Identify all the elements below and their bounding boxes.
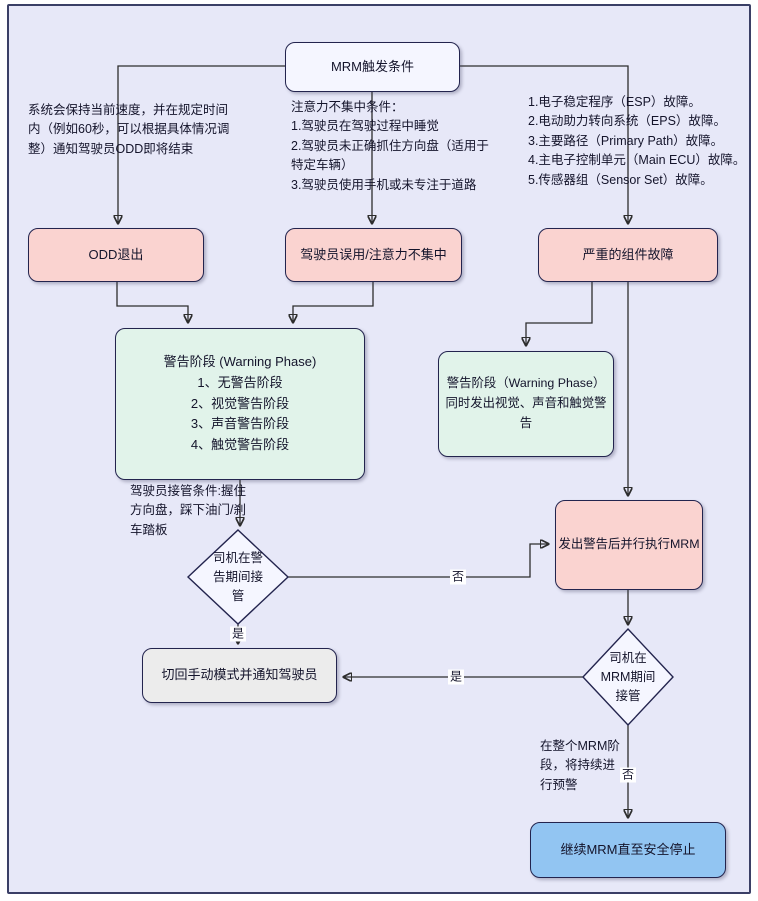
warning-phase-right-line: 同时发出视觉、声音和触觉警告 bbox=[445, 396, 607, 430]
attention-note-item: 1.驾驶员在驾驶过程中睡觉 bbox=[291, 119, 439, 134]
edge-label-no-warning: 否 bbox=[449, 569, 467, 585]
node-warning-phase-right: 警告阶段（Warning Phase） 同时发出视觉、声音和触觉警告 bbox=[438, 351, 614, 457]
attention-conditions-note: 注意力不集中条件： 1.驾驶员在驾驶过程中睡觉 2.驾驶员未正确抓住方向盘（适用… bbox=[291, 98, 491, 195]
node-odd-exit: ODD退出 bbox=[28, 228, 204, 282]
node-continue-mrm: 继续MRM直至安全停止 bbox=[530, 822, 726, 878]
failure-note-item: 4.主电子控制单元（Main ECU）故障。 bbox=[528, 153, 746, 168]
node-manual-mode: 切回手动模式并通知驾驶员 bbox=[142, 648, 337, 703]
warning-phase-left-item: 1、无警告阶段 bbox=[197, 374, 283, 390]
failure-note-item: 5.传感器组（Sensor Set）故障。 bbox=[528, 172, 713, 187]
edge-label-yes-warning: 是 bbox=[229, 626, 247, 642]
warning-phase-left-item: 3、声音警告阶段 bbox=[190, 416, 290, 432]
node-driver-misuse: 驾驶员误用/注意力不集中 bbox=[285, 228, 462, 282]
component-failure-note: 1.电子稳定程序（ESP）故障。 2.电动助力转向系统（EPS）故障。 3.主要… bbox=[528, 93, 754, 190]
edge-label-no-mrm: 否 bbox=[619, 767, 637, 783]
failure-note-item: 2.电动助力转向系统（EPS）故障。 bbox=[528, 114, 726, 129]
node-warning-phase-left: 警告阶段 (Warning Phase) 1、无警告阶段 2、视觉警告阶段 3、… bbox=[115, 328, 365, 480]
failure-note-item: 3.主要路径（Primary Path）故障。 bbox=[528, 133, 724, 148]
attention-note-item: 2.驾驶员未正确抓住方向盘（适用于特定车辆） bbox=[291, 138, 489, 173]
decision-warning-takeover-label: 司机在警告期间接管 bbox=[212, 551, 263, 603]
edge-label-yes-mrm: 是 bbox=[447, 669, 465, 685]
node-component-failure: 严重的组件故障 bbox=[538, 228, 718, 282]
node-mrm-trigger: MRM触发条件 bbox=[285, 42, 460, 92]
failure-note-item: 1.电子稳定程序（ESP）故障。 bbox=[528, 95, 701, 109]
warning-phase-right-line: 警告阶段（Warning Phase） bbox=[446, 376, 606, 391]
warning-phase-left-title: 警告阶段 (Warning Phase) bbox=[163, 354, 317, 369]
attention-note-item: 3.驾驶员使用手机或未专注于道路 bbox=[291, 177, 477, 192]
takeover-conditions-note: 驾驶员接管条件:握住方向盘，踩下油门/刹车踏板 bbox=[130, 484, 246, 537]
warning-phase-left-item: 4、触觉警告阶段 bbox=[190, 437, 290, 453]
odd-exit-note: 系统会保持当前速度，并在规定时间内（例如60秒，可以根据具体情况调整）通知驾驶员… bbox=[28, 103, 230, 156]
mrm-continuous-alert-note: 在整个MRM阶段，将持续进行预警 bbox=[540, 739, 620, 792]
attention-note-title: 注意力不集中条件： bbox=[291, 100, 404, 114]
warning-phase-left-item: 2、视觉警告阶段 bbox=[190, 395, 290, 411]
decision-mrm-takeover-label: 司机在MRM期间接管 bbox=[600, 651, 656, 703]
node-mrm-execute: 发出警告后并行执行MRM bbox=[555, 500, 703, 590]
